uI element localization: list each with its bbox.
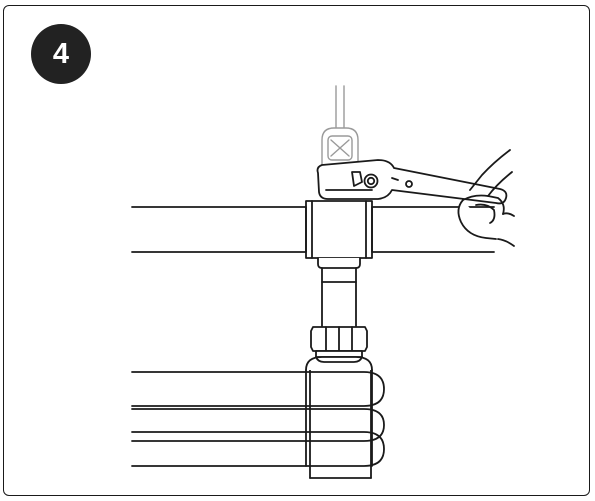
tee-fitting — [305, 200, 373, 269]
horizontal-pipe — [131, 206, 495, 253]
wrench — [316, 159, 508, 205]
vertical-pipe — [321, 267, 357, 327]
step-number-badge: 4 — [31, 24, 91, 84]
hex-nut — [310, 326, 368, 358]
valve-spindle — [335, 85, 345, 131]
step-number: 4 — [52, 37, 70, 70]
valve-head — [321, 127, 359, 167]
hand — [457, 149, 515, 247]
step-panel — [3, 5, 590, 496]
radiator — [131, 356, 385, 479]
